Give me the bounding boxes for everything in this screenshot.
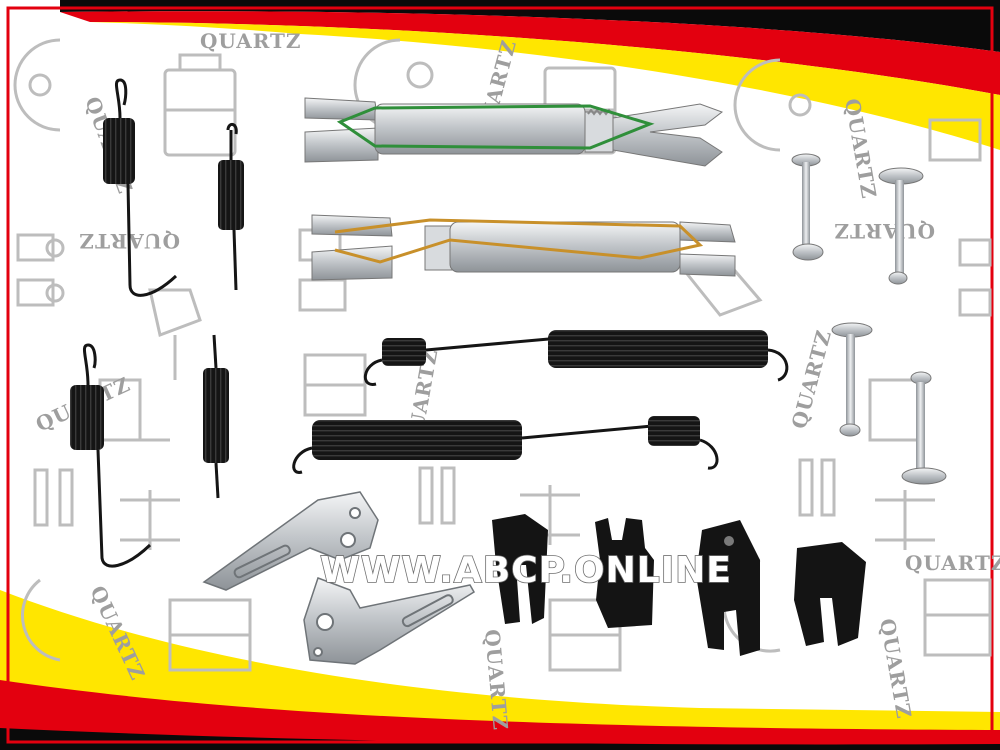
top-flag-band [60,0,1000,150]
return-spring-left-low [70,343,152,568]
bottom-flag-band [0,590,1000,750]
return-spring-left-top [103,78,178,297]
watermark-brand-right-low: QUARTZ [905,551,1000,575]
shoe-clip-1 [492,514,548,624]
shoe-clip-4 [794,542,866,646]
adjuster-strut-bottom [311,214,736,281]
hold-down-pin-4 [901,371,947,485]
adjuster-lever-right [303,577,476,665]
frame-border [6,6,994,744]
shoe-clip-2 [595,518,654,628]
long-spring-upper [364,330,789,386]
hold-down-pin-3 [831,322,873,437]
watermark-brand-right: QUARTZ [833,219,935,243]
watermark-brand-top: QUARTZ [200,29,302,53]
long-spring-lower [292,416,719,474]
site-watermark: WWW.ABCP.ONLINE [320,550,732,591]
shoe-clip-3 [696,520,760,656]
adjuster-lever-left [202,491,379,591]
return-spring-left-short [203,334,229,499]
return-spring-left-mid [218,123,244,291]
adjuster-strut-top [304,97,724,167]
hold-down-pin-1 [791,153,824,261]
hold-down-pin-2 [878,167,924,285]
